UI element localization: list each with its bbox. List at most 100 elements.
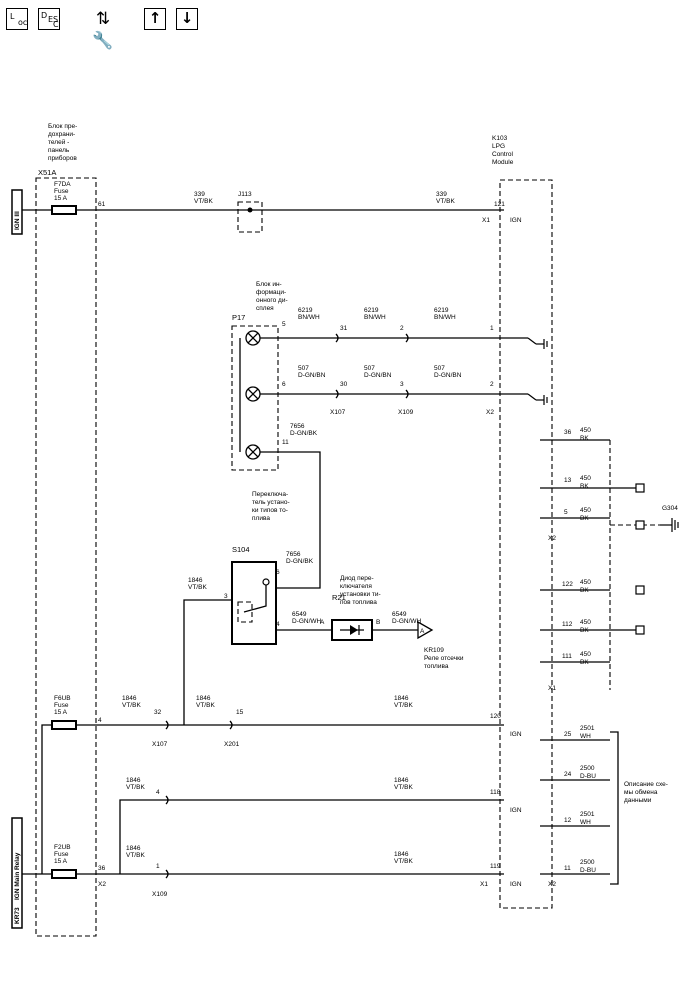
x109-label-lower: X109	[152, 891, 168, 898]
s104-desc-0: Переключа-	[252, 491, 288, 498]
x2-label-upper: X2	[486, 409, 494, 416]
location-label-l: L	[10, 12, 15, 21]
data-desc-2: данными	[624, 797, 652, 804]
x1-121-conn: X1	[482, 217, 490, 224]
pin-2a: 2	[400, 325, 404, 332]
s104-pin-4: 4	[276, 621, 280, 628]
w6549-num-2: 6549	[392, 611, 407, 618]
pin-32: 32	[154, 709, 162, 716]
ground-icon-2	[527, 393, 548, 405]
r21-desc-3: пов топлива	[340, 599, 377, 606]
pin-31: 31	[340, 325, 348, 332]
w339-color-2: VT/BK	[436, 198, 455, 205]
splice-j113	[237, 201, 263, 233]
location-button[interactable]: L oc	[6, 8, 28, 30]
p17-desc-1: формаци-	[256, 289, 286, 296]
x51a-desc-0: Блок пре-	[48, 123, 77, 130]
w2500-num-1: 2500	[580, 765, 595, 772]
w507-num-3: 507	[434, 365, 445, 372]
x51a-id: X51A	[38, 168, 56, 177]
kr109-desc-1: топлива	[424, 663, 449, 670]
lamp-2	[245, 386, 261, 402]
x51a-desc-4: приборов	[48, 154, 77, 162]
w2501-num-1: 2501	[580, 725, 595, 732]
wire-1846-118	[119, 799, 504, 874]
f6ub-amp: 15 A	[54, 709, 68, 716]
location-label-oc: oc	[18, 18, 28, 27]
w450-num-5: 450	[580, 619, 591, 626]
w7656-color-2: D-GN/BK	[286, 558, 314, 565]
pin-61: 61	[98, 201, 106, 208]
w339-num-1: 339	[194, 191, 205, 198]
w507-color-1: D-GN/BN	[298, 372, 326, 379]
pin-118: 118	[490, 789, 501, 796]
r21-pin-b: B	[376, 619, 380, 626]
fuse-f6ub	[51, 720, 77, 730]
s104-desc-3: плива	[252, 515, 270, 522]
pin-11-lower: 11	[564, 865, 571, 872]
w6219-num-3: 6219	[434, 307, 449, 314]
x1-label-lower: X1	[480, 881, 488, 888]
w7656-num-1: 7656	[290, 423, 305, 430]
x2-label-ground: X2	[548, 535, 556, 542]
w6549-color-1: D-GN/WH	[292, 618, 322, 625]
p17-desc-3: сплея	[256, 305, 274, 312]
description-button[interactable]: D ES C	[38, 8, 60, 30]
pin-122: 122	[562, 581, 573, 588]
fuse-f2ub	[51, 869, 77, 879]
kr109-arrow-letter: A	[420, 628, 425, 635]
ground-g304-icon	[660, 518, 679, 532]
wrench-icon[interactable]: ⇅🔧	[88, 8, 118, 51]
w1846-color-s104: VT/BK	[188, 584, 207, 591]
w450-num-6: 450	[580, 651, 591, 658]
w2501-color-1: WH	[580, 733, 591, 740]
w6219-color-3: BN/WH	[434, 314, 456, 321]
s104-actuator	[237, 601, 253, 623]
r21-desc-0: Диод пере-	[340, 575, 374, 582]
w507-num-2: 507	[364, 365, 375, 372]
w1846-num-6: 1846	[394, 777, 409, 784]
w450-color-1: BK	[580, 435, 589, 442]
w2500-color-2: D-BU	[580, 867, 596, 874]
j113-node	[247, 207, 253, 213]
p17-desc-0: Блок ин-	[256, 281, 282, 288]
x201-label: X201	[224, 741, 240, 748]
relay-kr109-arrow	[417, 620, 434, 640]
pin-2b: 2	[490, 381, 494, 388]
w1846-color-4: VT/BK	[126, 784, 145, 791]
r21-desc-1: ключателя	[340, 583, 372, 590]
lamp-3	[245, 444, 261, 460]
k103-ign-118: IGN	[510, 807, 522, 814]
pin-24: 24	[564, 771, 572, 778]
x109-label-upper: X109	[398, 409, 414, 416]
wire-relay-to-f6ub	[41, 724, 52, 874]
w450-color-4: BK	[580, 587, 589, 594]
kr109-id: KR109	[424, 647, 444, 654]
x201-connector	[229, 720, 233, 730]
pin-3: 3	[400, 381, 404, 388]
w7656-color-1: D-GN/BK	[290, 430, 318, 437]
w1846-color-6: VT/BK	[394, 784, 413, 791]
w339-num-2: 339	[436, 191, 447, 198]
kr109-desc-0: Реле отсечки	[424, 655, 464, 662]
w507-color-2: D-GN/BN	[364, 372, 392, 379]
k103-desc-2: Module	[492, 159, 514, 166]
f6ub-fuse: Fuse	[54, 702, 69, 709]
description-label-es: ES	[48, 15, 59, 24]
x107-connector-507	[335, 389, 339, 399]
w6549-color-2: D-GN/WH	[392, 618, 422, 625]
w1846-color-3: VT/BK	[394, 702, 413, 709]
x107-label-upper: X107	[330, 409, 346, 416]
arrow-down-icon[interactable]: ↓	[176, 8, 198, 30]
pin-5: 5	[282, 321, 286, 328]
f7da-fuse: Fuse	[54, 188, 69, 195]
w450-num-3: 450	[580, 507, 591, 514]
x51a-desc-1: дохрани-	[48, 131, 75, 138]
wire-1846-s104	[183, 599, 232, 725]
arrow-up-icon[interactable]: ↑	[144, 8, 166, 30]
k103-id: K103	[492, 135, 508, 142]
w7656-num-2: 7656	[286, 551, 301, 558]
w1846-num-4: 1846	[126, 777, 141, 784]
w1846-color-2: VT/BK	[196, 702, 215, 709]
x109-connector-6219	[405, 333, 409, 343]
